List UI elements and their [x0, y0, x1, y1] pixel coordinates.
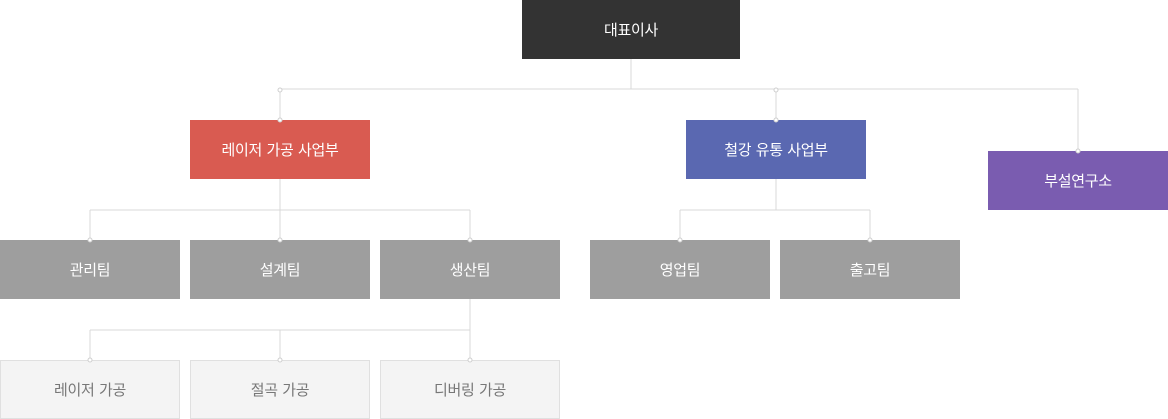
laser-cutting-box: 레이저 가공 — [0, 360, 180, 419]
research-lab-box: 부설연구소 — [988, 151, 1168, 210]
laser-division-label: 레이저 가공 사업부 — [221, 141, 339, 159]
connector-dot — [277, 117, 283, 123]
connector-dot — [867, 237, 873, 243]
connector-dot — [277, 237, 283, 243]
steel-division-label: 철강 유통 사업부 — [724, 141, 828, 159]
connector-dot — [277, 87, 283, 93]
production-team-box: 생산팀 — [380, 240, 560, 299]
bending-label: 절곡 가공 — [250, 381, 310, 399]
research-lab-label: 부설연구소 — [1044, 172, 1112, 190]
connector-dot — [467, 357, 473, 363]
connector-dot — [677, 237, 683, 243]
connector-dot — [773, 117, 779, 123]
shipping-team-label: 출고팀 — [849, 261, 891, 279]
connector-dot — [773, 87, 779, 93]
connector-dot — [1075, 148, 1081, 154]
management-team-label: 관리팀 — [69, 261, 111, 279]
bending-box: 절곡 가공 — [190, 360, 370, 419]
connector-dot — [87, 357, 93, 363]
design-team-label: 설계팀 — [259, 261, 301, 279]
deburring-box: 디버링 가공 — [380, 360, 560, 419]
design-team-box: 설계팀 — [190, 240, 370, 299]
management-team-box: 관리팀 — [0, 240, 180, 299]
ceo-label: 대표이사 — [603, 21, 658, 39]
laser-division-box: 레이저 가공 사업부 — [190, 120, 370, 179]
deburring-label: 디버링 가공 — [434, 381, 506, 399]
ceo-box: 대표이사 — [522, 0, 740, 59]
steel-division-box: 철강 유통 사업부 — [686, 120, 866, 179]
connector-dot — [467, 237, 473, 243]
connector-dot — [87, 237, 93, 243]
shipping-team-box: 출고팀 — [780, 240, 960, 299]
production-team-label: 생산팀 — [449, 261, 491, 279]
connector-dot — [277, 357, 283, 363]
sales-team-box: 영업팀 — [590, 240, 770, 299]
sales-team-label: 영업팀 — [659, 261, 701, 279]
laser-cutting-label: 레이저 가공 — [54, 381, 126, 399]
